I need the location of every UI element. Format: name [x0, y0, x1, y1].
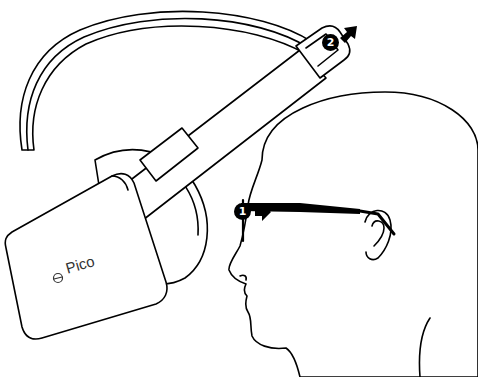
ear-inner: [372, 221, 384, 246]
headset-body: [5, 174, 167, 339]
body-edge: [112, 176, 128, 190]
glasses-temple-tip: [360, 211, 394, 234]
callout-number: 1: [234, 203, 251, 220]
nostril: [240, 275, 246, 280]
strap-slider: [140, 128, 198, 181]
neck-line: [419, 318, 430, 377]
strap-buckle: [296, 26, 350, 78]
logo-symbol: [54, 274, 63, 283]
arrow-1: [255, 203, 271, 221]
logo-symbol-bar: [54, 277, 62, 279]
ear: [365, 210, 391, 259]
callout-number: 2: [322, 34, 339, 51]
arrow-2: [340, 26, 357, 43]
buckle-inner: [306, 34, 338, 66]
head-outline: [229, 92, 478, 377]
